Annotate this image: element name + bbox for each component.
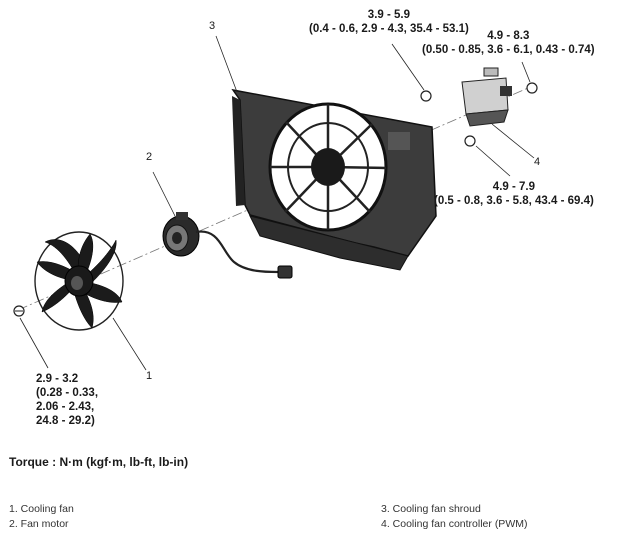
torque-value: 2.9 - 3.2 xyxy=(36,373,79,385)
torque-conversions: (0.4 - 0.6, 2.9 - 4.3, 35.4 - 53.1) xyxy=(309,23,469,35)
torque-conversions: (0.5 - 0.8, 3.6 - 5.8, 43.4 - 69.4) xyxy=(434,195,594,207)
torque-conversions-line3: 24.8 - 29.2) xyxy=(36,415,95,427)
torque-value: 4.9 - 8.3 xyxy=(487,30,530,42)
legend-item: 4. Cooling fan controller (PWM) xyxy=(381,518,528,530)
torque-callout-middle: 4.9 - 7.9 (0.5 - 0.8, 3.6 - 5.8, 43.4 - … xyxy=(434,180,594,208)
controller-screw xyxy=(526,82,538,94)
part-number-4: 4 xyxy=(534,156,541,168)
legend-item: 1. Cooling fan xyxy=(9,503,74,515)
leader-line-3 xyxy=(215,35,238,93)
torque-conversions-line2: 2.06 - 2.43, xyxy=(36,401,95,413)
torque-conversions-line1: (0.28 - 0.33, xyxy=(36,387,99,399)
torque-conversions: (0.50 - 0.85, 3.6 - 6.1, 0.43 - 0.74) xyxy=(422,44,595,56)
leader-line-4 xyxy=(491,123,535,159)
shroud-screw-middle xyxy=(464,135,476,147)
exploded-diagram xyxy=(13,35,538,371)
cooling-fan xyxy=(34,231,124,331)
leader-line-1 xyxy=(112,317,147,371)
leader-line-t-top xyxy=(391,43,425,91)
fan-motor xyxy=(162,212,293,279)
torque-callout-top: 3.9 - 5.9 (0.4 - 0.6, 2.9 - 4.3, 35.4 - … xyxy=(309,8,469,36)
cooling-fan-shroud xyxy=(231,88,437,271)
leader-line-t-mid xyxy=(475,145,511,177)
legend-item: 2. Fan motor xyxy=(9,518,69,530)
legend-left: 1. Cooling fan 2. Fan motor xyxy=(9,502,74,532)
leader-line-2 xyxy=(152,171,177,219)
part-number-3: 3 xyxy=(209,20,216,32)
cooling-fan-controller xyxy=(461,67,512,127)
fan-mounting-nut xyxy=(13,305,25,317)
torque-callout-right: 4.9 - 8.3 (0.50 - 0.85, 3.6 - 6.1, 0.43 … xyxy=(422,29,595,57)
torque-value: 4.9 - 7.9 xyxy=(492,181,535,193)
torque-callout-left: 2.9 - 3.2 (0.28 - 0.33, 2.06 - 2.43, 24.… xyxy=(36,372,98,428)
leader-line-t-left xyxy=(19,317,49,369)
shroud-screw-top xyxy=(420,90,432,102)
legend-item: 3. Cooling fan shroud xyxy=(381,503,481,515)
torque-value: 3.9 - 5.9 xyxy=(367,9,410,21)
part-number-1: 1 xyxy=(146,370,153,382)
leader-line-t-right xyxy=(521,61,531,83)
torque-unit-caption: Torque : N·m (kgf·m, lb-ft, lb-in) xyxy=(9,455,189,469)
legend-right: 3. Cooling fan shroud 4. Cooling fan con… xyxy=(381,502,527,532)
part-number-2: 2 xyxy=(146,151,153,163)
